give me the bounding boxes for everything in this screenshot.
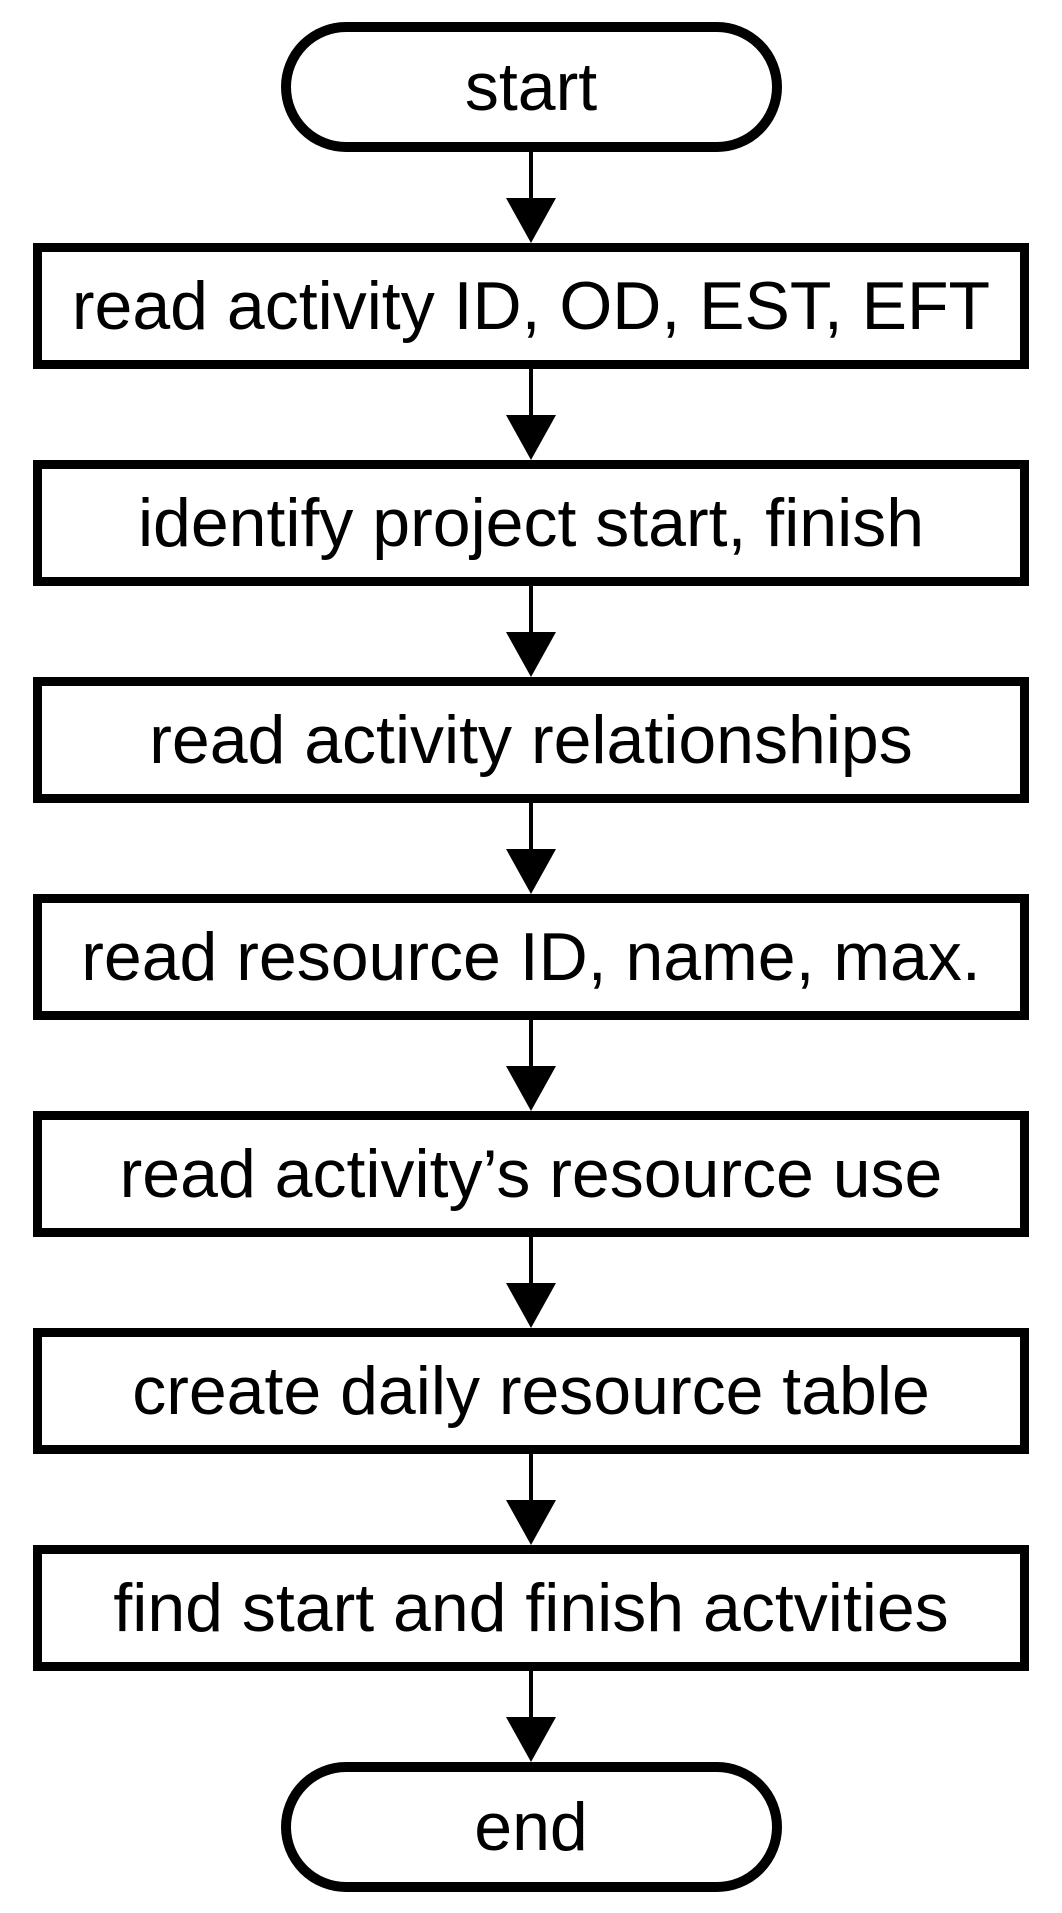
node-read-activity: read activity ID, OD, EST, EFT [33,243,1029,369]
node-find-activities: find start and finish actvities [33,1545,1029,1671]
arrow-head-icon [506,849,556,894]
node-read-resource: read resource ID, name, max. [33,894,1029,1020]
flow-arrow-6 [506,1237,556,1328]
flow-arrow-7 [506,1454,556,1545]
node-identify-project: identify project start, finish [33,460,1029,586]
flow-arrow-4 [506,803,556,894]
flow-arrow-5 [506,1020,556,1111]
arrow-head-icon [506,198,556,243]
arrow-line [529,803,533,849]
arrow-head-icon [506,632,556,677]
arrow-line [529,369,533,415]
arrow-head-icon [506,415,556,460]
flow-arrow-2 [506,369,556,460]
flow-arrow-8 [506,1671,556,1762]
arrow-line [529,1454,533,1500]
flow-arrow-1 [506,152,556,243]
arrow-head-icon [506,1500,556,1545]
arrow-head-icon [506,1717,556,1762]
arrow-line [529,1671,533,1717]
node-create-table: create daily resource table [33,1328,1029,1454]
node-start: start [280,22,782,152]
arrow-head-icon [506,1066,556,1111]
arrow-line [529,586,533,632]
arrow-head-icon [506,1283,556,1328]
arrow-line [529,152,533,198]
node-end: end [280,1762,782,1892]
node-read-resource-use: read activity’s resource use [33,1111,1029,1237]
arrow-line [529,1237,533,1283]
arrow-line [529,1020,533,1066]
node-read-relationships: read activity relationships [33,677,1029,803]
flow-arrow-3 [506,586,556,677]
